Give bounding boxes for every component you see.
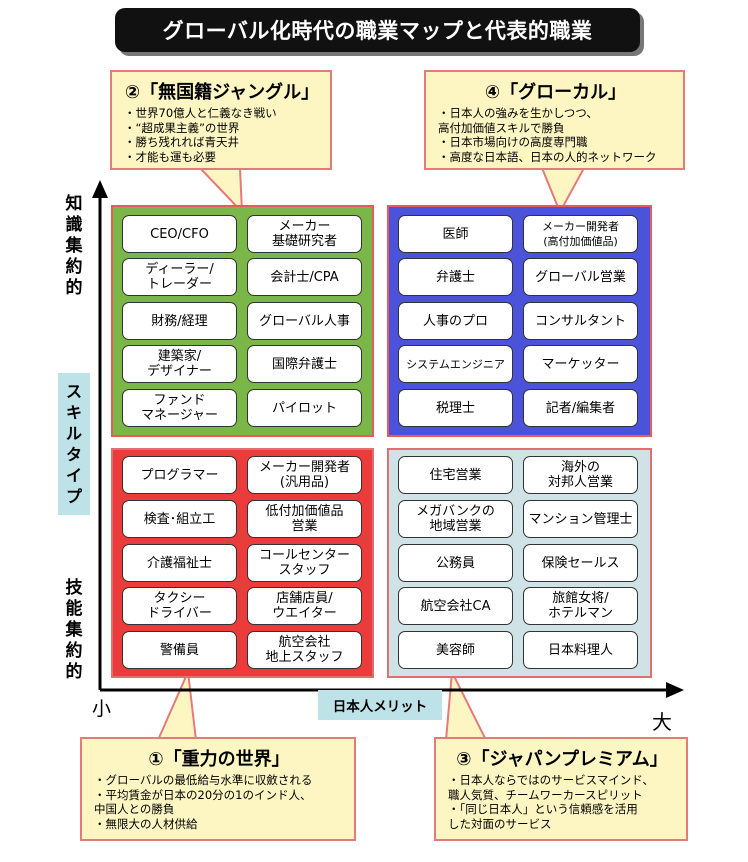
job-card: 美容師 — [398, 631, 513, 669]
job-card: 航空会社 地上スタッフ — [247, 631, 362, 669]
x-axis-right-label: 大 — [652, 710, 672, 734]
job-card: 人事のプロ — [398, 302, 513, 340]
job-card: メーカー開発者 (汎用品) — [247, 456, 362, 494]
x-axis-middle-label: 日本人メリット — [318, 690, 442, 720]
callout-q4-title: ④「グローカル」 — [484, 82, 627, 103]
job-card: 会計士/CPA — [247, 258, 362, 296]
callout-q2-item: “超成果主義”の世界 — [124, 121, 320, 136]
job-card: グローバル人事 — [247, 302, 362, 340]
job-card: 建築家/ デザイナー — [122, 345, 237, 383]
job-card: 税理士 — [398, 389, 513, 427]
y-axis-top-label: 知識集約的 — [65, 194, 83, 298]
x-axis-arrowhead — [666, 682, 684, 698]
x-axis-left-label: 小 — [92, 698, 112, 720]
y-axis-middle-label: スキルタイプ — [58, 373, 90, 515]
job-card: メガバンクの 地域営業 — [398, 500, 513, 538]
job-card: プログラマー — [122, 456, 237, 494]
job-card: 介護福祉士 — [122, 544, 237, 582]
callout-q3-title: ③「ジャパンプレミアム」 — [456, 749, 668, 770]
callout-q1-item: グローバルの最低給与水準に収斂される — [94, 773, 344, 788]
job-card: 日本料理人 — [523, 631, 638, 669]
quadrant-gray: 住宅営業 海外の 対邦人営業 メガバンクの 地域営業 マンション管理士 公務員 … — [387, 448, 652, 678]
callout-q4: ④「グローカル」 日本人の強みを生かしつつ、 高付加価値スキルで勝負 日本市場向… — [424, 70, 685, 170]
job-card: 店舗店員/ ウエイター — [247, 587, 362, 625]
callout-q2-item: 才能も運も必要 — [124, 150, 320, 165]
page-title: グローバル化時代の職業マップと代表的職業 — [115, 8, 640, 52]
y-axis-bottom-label: 技能集約的 — [65, 578, 83, 682]
callout-q4-item: 日本人の強みを生かしつつ、 高付加価値スキルで勝負 — [438, 106, 673, 135]
job-card: 医師 — [398, 215, 513, 253]
callout-q2: ②「無国籍ジャングル」 世界70億人と仁義なき戦い “超成果主義”の世界 勝ち残… — [110, 70, 332, 170]
quadrant-red: プログラマー メーカー開発者 (汎用品) 検査･組立工 低付加価値品 営業 介護… — [111, 448, 374, 678]
job-card: 検査･組立工 — [122, 500, 237, 538]
callout-q2-title: ②「無国籍ジャングル」 — [124, 82, 320, 103]
job-card: ディーラー/ トレーダー — [122, 258, 237, 296]
job-card: ファンド マネージャー — [122, 389, 237, 427]
job-card: 海外の 対邦人営業 — [523, 456, 638, 494]
callout-q2-item: 勝ち残れれば青天井 — [124, 135, 320, 150]
job-card: CEO/CFO — [122, 215, 237, 253]
job-card: コールセンター スタッフ — [247, 544, 362, 582]
job-card: 警備員 — [122, 631, 237, 669]
callout-q1: ①「重力の世界」 グローバルの最低給与水準に収斂される 平均賃金が日本の20分の… — [80, 737, 356, 841]
callout-q1-item: 平均賃金が日本の20分の1のインド人、 中国人との勝負 — [94, 788, 344, 817]
job-card: 住宅営業 — [398, 456, 513, 494]
job-card: パイロット — [247, 389, 362, 427]
callout-q2-item: 世界70億人と仁義なき戦い — [124, 106, 320, 121]
callout-q3-item: 「同じ日本人」という信頼感を活用 した対面のサービス — [448, 802, 676, 831]
job-card: メーカー 基礎研究者 — [247, 215, 362, 253]
callout-q4-item: 高度な日本語、日本の人的ネットワーク — [438, 150, 673, 165]
job-card: マーケッター — [523, 345, 638, 383]
y-axis-arrowhead — [92, 180, 108, 198]
job-card: 航空会社CA — [398, 587, 513, 625]
job-card: 弁護士 — [398, 258, 513, 296]
job-card: 公務員 — [398, 544, 513, 582]
callout-q1-title: ①「重力の世界」 — [148, 749, 290, 770]
job-card: 低付加価値品 営業 — [247, 500, 362, 538]
quadrant-green: CEO/CFO メーカー 基礎研究者 ディーラー/ トレーダー 会計士/CPA … — [111, 205, 374, 437]
callout-q3: ③「ジャパンプレミアム」 日本人ならではのサービスマインド、 職人気質、チームワ… — [434, 737, 688, 841]
job-card: タクシー ドライバー — [122, 587, 237, 625]
job-card: システムエンジニア — [398, 345, 513, 383]
callout-q1-item: 無限大の人材供給 — [94, 817, 344, 832]
job-card: メーカー開発者 (高付加価値品) — [523, 215, 638, 253]
callout-q3-item: 日本人ならではのサービスマインド、 職人気質、チームワーカースピリット — [448, 773, 676, 802]
quadrant-blue: 医師 メーカー開発者 (高付加価値品) 弁護士 グローバル営業 人事のプロ コン… — [387, 205, 652, 437]
y-axis-middle-text: スキルタイプ — [65, 382, 82, 506]
job-card: マンション管理士 — [523, 500, 638, 538]
job-card: 財務/経理 — [122, 302, 237, 340]
job-card: 保険セールス — [523, 544, 638, 582]
job-card: 旅館女将/ ホテルマン — [523, 587, 638, 625]
job-card: グローバル営業 — [523, 258, 638, 296]
job-card: 国際弁護士 — [247, 345, 362, 383]
job-card: 記者/編集者 — [523, 389, 638, 427]
callout-q4-item: 日本市場向けの高度専門職 — [438, 135, 673, 150]
job-card: コンサルタント — [523, 302, 638, 340]
